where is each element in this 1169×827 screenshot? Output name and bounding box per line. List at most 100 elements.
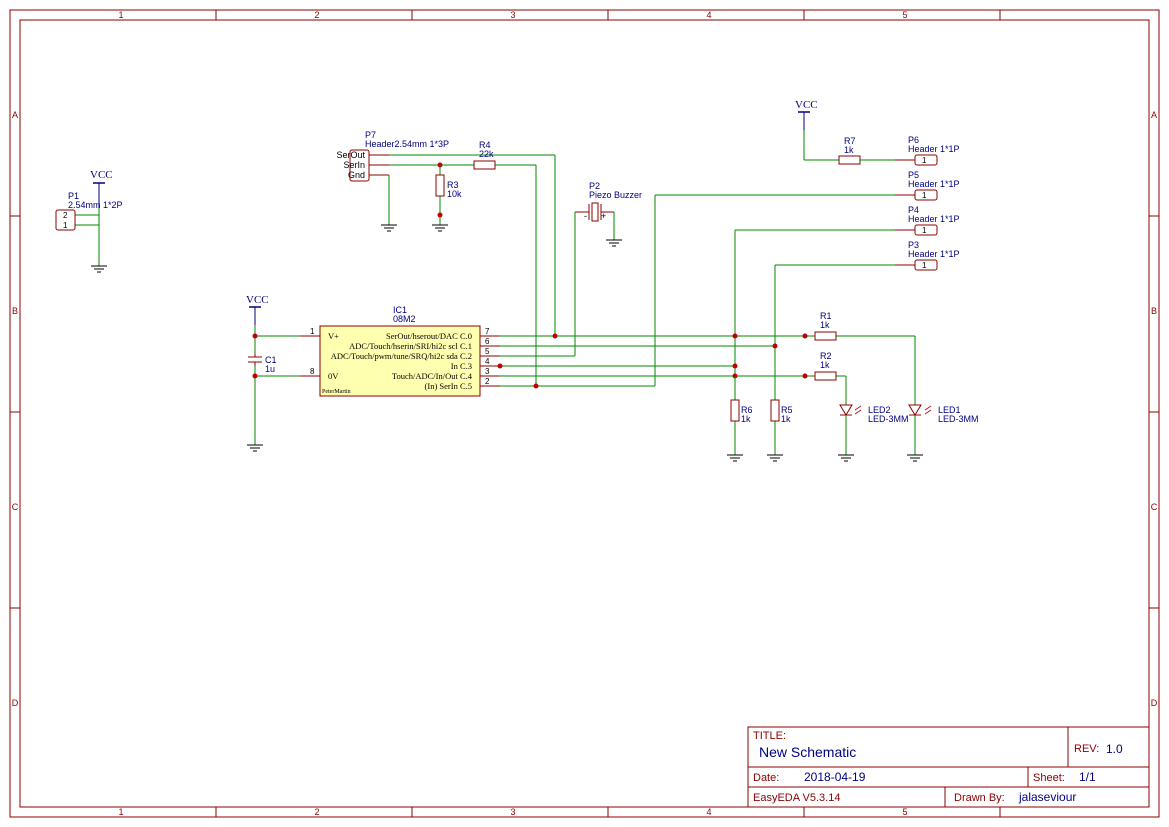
ground-symbol-p7 [381,224,397,232]
r6-resistor[interactable]: R6 1k [730,399,753,424]
c1-ref: C1 [265,355,277,365]
junction-c0 [552,333,558,339]
p4-header[interactable]: P4 Header 1*1P 1 [908,205,960,236]
title-block: TITLE: New Schematic REV: 1.0 Date: 2018… [747,726,1150,808]
ground-symbol-c1 [247,444,263,452]
junction-vcc [252,333,258,339]
column-label-bottom-5: 5 [902,807,907,817]
ic1-pin-2-name: (In) SerIn C.5 [425,381,472,391]
ground-symbol-p1 [91,265,107,273]
ic1-pin-4-name: In C.3 [451,361,472,371]
r4-ref: R4 [479,140,491,150]
column-label-top-5: 5 [902,10,907,20]
r7-resistor[interactable]: R7 1k [838,136,861,165]
r2-resistor[interactable]: R2 1k [814,351,837,381]
ground-symbol-led2 [838,454,854,462]
column-label-bottom-1: 1 [118,807,123,817]
ic1-pin-3-name: Touch/ADC/In/Out C.4 [392,371,473,381]
r4-resistor[interactable]: R4 22k [473,140,496,170]
p5-pin: 1 [922,191,927,200]
led1-ref: LED1 [938,405,961,415]
p7-ref: P7 [365,130,376,140]
ic1-microcontroller[interactable]: IC1 08M2 1 8 V+ 0V 7 6 5 4 3 2 SerOut/hs… [300,305,500,397]
sheet-value: 1/1 [1079,770,1096,784]
ic1-pin-5-name: ADC/Touch/pwm/tune/SRQ/hi2c sda C.2 [331,351,472,361]
led1-value: LED-3MM [938,414,979,424]
r6-ref: R6 [741,405,753,415]
junction-c5 [533,383,539,389]
p6-header[interactable]: P6 Header 1*1P 1 [908,135,960,166]
r3-resistor[interactable]: R3 10k [435,165,462,225]
junction-r1 [802,333,808,339]
junction-r1-left [732,333,738,339]
p3-value: Header 1*1P [908,249,960,259]
p7-pin-serin: SerIn [343,160,365,170]
ic1-pin-1-number: 1 [310,327,315,336]
led1-diode[interactable]: LED1 LED-3MM [908,404,979,424]
p3-pin: 1 [922,261,927,270]
r7-ref: R7 [844,136,856,146]
r2-ref: R2 [820,351,832,361]
vcc-label-p1: VCC [90,169,113,181]
vcc-label-r7: VCC [795,99,818,111]
p3-header[interactable]: P3 Header 1*1P 1 [908,240,960,271]
r5-resistor[interactable]: R5 1k [770,399,793,424]
p3-ref: P3 [908,240,919,250]
date-value: 2018-04-19 [804,770,866,784]
p1-connector[interactable]: VCC 2 1 P1 2.54mm 1*2P [55,169,123,266]
drawn-by-value: jalaseviour [1018,790,1076,804]
junction-r2 [802,373,808,379]
date-label: Date: [753,772,779,784]
ic1-pin-2-number: 2 [485,377,490,386]
r1-value: 1k [820,320,830,330]
ic1-pin-3-number: 3 [485,367,490,376]
p4-value: Header 1*1P [908,214,960,224]
sheet-label: Sheet: [1033,772,1065,784]
drawn-by-label: Drawn By: [954,792,1005,804]
row-label-right-a: A [1151,110,1157,120]
column-label-bottom-3: 3 [510,807,515,817]
sheet-frame: 1 2 3 4 5 1 2 3 4 5 A B C D A B C D [9,9,1160,818]
ic1-pin-6-name: ADC/Touch/hserin/SRI/hi2c scl C.1 [349,341,472,351]
rev-value: 1.0 [1106,742,1123,756]
ic1-pin-6-number: 6 [485,337,490,346]
led2-value: LED-3MM [868,414,909,424]
ground-symbol-led1 [907,454,923,462]
p6-pin: 1 [922,156,927,165]
p7-pin-gnd: Gnd [348,170,365,180]
led2-diode[interactable]: LED2 LED-3MM [839,404,909,424]
r1-resistor[interactable]: R1 1k [814,311,837,341]
c1-capacitor[interactable]: C1 1u [248,354,277,374]
p7-header[interactable]: P7 Header2.54mm 1*3P SerOut SerIn Gnd [336,130,449,182]
p1-pin-1: 1 [63,221,68,230]
junction-r3 [437,212,443,218]
p6-value: Header 1*1P [908,144,960,154]
junction-gnd [252,373,258,379]
rev-label: REV: [1074,743,1099,755]
row-label-right-b: B [1151,306,1157,316]
ic1-pin-4-number: 4 [485,357,490,366]
row-label-left-c: C [12,502,19,512]
p2-piezo-buzzer[interactable]: P2 Piezo Buzzer - + [575,181,642,222]
led2-ref: LED2 [868,405,891,415]
r3-ref: R3 [447,180,459,190]
ic1-author: PeterMartin [322,389,351,395]
junction-c3 [497,363,503,369]
title-label: TITLE: [753,730,786,742]
p4-ref: P4 [908,205,919,215]
ground-symbol-r5 [767,454,783,462]
ic1-pin-1-name: V+ [328,331,339,341]
column-label-top-2: 2 [314,10,319,20]
p2-minus: - [584,211,587,221]
p7-value: Header2.54mm 1*3P [365,139,449,149]
ground-symbol-r6 [727,454,743,462]
column-label-bottom-4: 4 [706,807,711,817]
row-label-left-a: A [12,110,18,120]
p1-value: 2.54mm 1*2P [68,200,123,210]
p5-header[interactable]: P5 Header 1*1P 1 [908,170,960,201]
column-label-top-3: 3 [510,10,515,20]
r5-value: 1k [781,414,791,424]
p5-ref: P5 [908,170,919,180]
p1-pin-2: 2 [63,211,68,220]
